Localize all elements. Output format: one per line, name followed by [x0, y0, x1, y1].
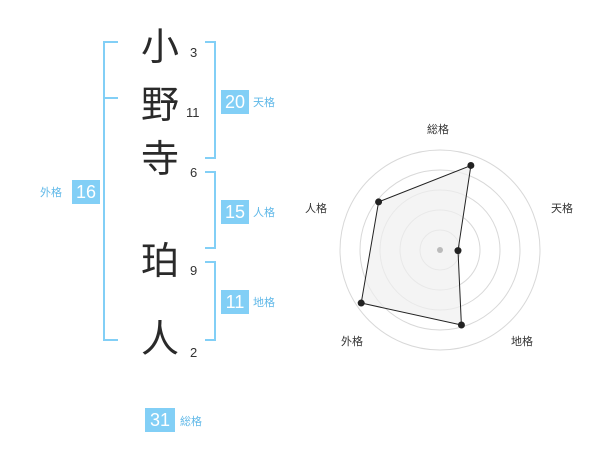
radar-polygon: [360, 164, 472, 326]
soukaku-value: 31: [145, 408, 175, 432]
stroke-count-5: 2: [190, 345, 198, 360]
name-char-5: 人: [140, 317, 179, 361]
radar-point-3: [457, 321, 465, 329]
name-char-2: 野: [140, 83, 179, 127]
name-char-4: 珀: [140, 239, 179, 283]
name-char-3: 寺: [140, 137, 179, 181]
radar-point-2: [454, 247, 462, 255]
radar-center-dot: [437, 247, 443, 253]
radar-point-4: [357, 299, 365, 307]
radar-label-soukaku: 総格: [427, 123, 449, 136]
name-char-1: 小: [140, 25, 179, 69]
radar-label-tenkaku: 天格: [551, 202, 573, 215]
gaikaku-label: 外格: [40, 186, 62, 199]
stroke-count-4: 9: [190, 263, 198, 278]
stroke-count-1: 3: [190, 45, 198, 60]
tenkaku-label: 天格: [253, 96, 275, 109]
chikaku-label: 地格: [253, 296, 275, 309]
radar-label-jinkaku: 人格: [305, 202, 327, 215]
soukaku-label: 総格: [180, 415, 202, 428]
jinkaku-bracket: [205, 171, 216, 249]
radar-point-5: [375, 198, 383, 206]
radar-ring-5: [339, 149, 541, 351]
stroke-count-3: 6: [190, 165, 198, 180]
jinkaku-label: 人格: [253, 206, 275, 219]
stroke-count-2: 11: [186, 105, 200, 120]
radar-point-1: [467, 161, 475, 169]
radar-label-chikaku: 地格: [511, 335, 533, 348]
gaikaku-value: 16: [72, 180, 100, 204]
jinkaku-value: 15: [221, 200, 249, 224]
chikaku-value: 11: [221, 290, 249, 314]
tenkaku-value: 20: [221, 90, 249, 114]
radar-label-gaikaku: 外格: [341, 335, 363, 348]
radar-ring-4: [359, 169, 521, 331]
radar-chart: [339, 149, 541, 351]
chikaku-bracket: [205, 261, 216, 341]
gaikaku-bracket: [103, 41, 118, 341]
tenkaku-bracket: [205, 41, 216, 159]
